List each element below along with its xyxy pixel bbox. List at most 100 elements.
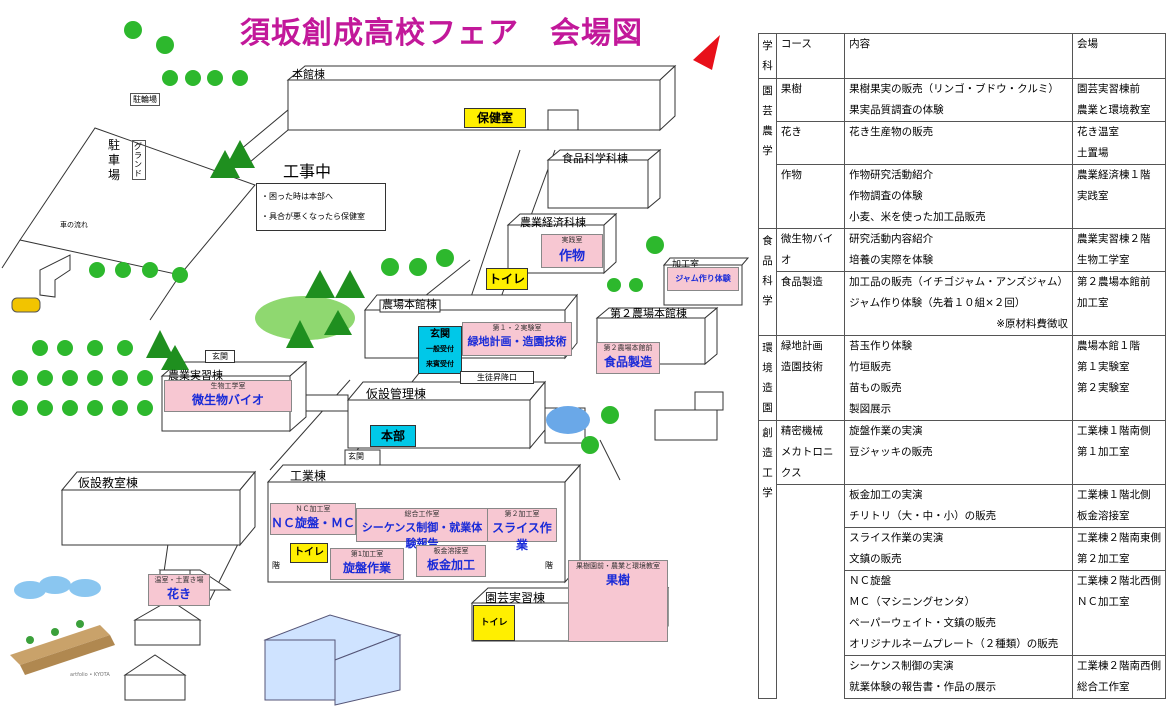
sequence-booth: 総合工作室 シーケンス制御・就業体験報告 — [356, 508, 488, 550]
construction-label: 工事中 — [283, 162, 332, 181]
table-row: 創造工学精密機械 メカトロニクス旋盤作業の実演豆ジャッキの販売工業棟１階南側第１… — [758, 420, 1166, 699]
slice-booth: 第２加工室 スライス作業 — [487, 508, 557, 552]
content-line: 板金加工の実演 — [849, 489, 923, 501]
venue-cell: 園芸実習棟前農業と環境教室 — [1072, 78, 1166, 122]
ground-label: グランド — [132, 140, 146, 180]
content-cell: 苔玉作り体験竹垣販売苗もの販売製図展示 — [844, 335, 1073, 421]
venue-cell: 工業棟２階南東側第２加工室 — [1072, 527, 1166, 571]
venue-line: 第２加工室 — [1077, 553, 1130, 565]
table-row: 板金加工の実演チリトリ（大・中・小）の販売 工業棟１階北側板金溶接室 — [759, 484, 1166, 528]
map-area: 須坂創成高校フェア 会場図 本館棟 保健室 駐輪場 駐 車 場 グランド 車の流… — [1, 16, 750, 706]
content-line: ジャム作り体験（先着１０組×２回） — [849, 297, 1026, 309]
table-row: シーケンス制御の実演就業体験の報告書・作品の展示 工業棟２階南西側総合工作室 — [759, 655, 1166, 699]
toilet-label-3: トイレ — [473, 605, 515, 641]
venue-line: 花き温室 — [1077, 126, 1119, 138]
content-line: ＭＣ（マシニングセンタ） — [849, 596, 976, 608]
nc-booth: ＮＣ加工室 ＮＣ旋盤・ＭＣ — [270, 503, 356, 535]
venue-line: 農業実習棟２階 — [1077, 233, 1151, 245]
content-line: 加工品の販売（イチゴジャム・アンズジャム） — [849, 276, 1068, 288]
car-icon — [11, 297, 41, 313]
course-cell — [775, 570, 846, 656]
table-row: 環境造園緑地計画 造園技術苔玉作り体験竹垣販売苗もの販売製図展示農場本館１階第１… — [758, 335, 1166, 421]
content-cell: ＮＣ旋盤 ＭＣ（マシニングセンタ） ペーパーウェイト・文鎮の販売オリジナルネームプレ… — [844, 570, 1073, 656]
content-line: 製図展示 — [849, 403, 892, 415]
kaiju-booth: 果樹園前・農業と環境教室 果樹 — [568, 560, 668, 642]
ryokuchi-room: 第１・２実験室 — [492, 324, 542, 332]
honbu-label: 本部 — [370, 425, 416, 447]
venue-cell: 工業棟２階南西側総合工作室 — [1072, 655, 1166, 699]
content-line: ペーパーウェイト・文鎮の販売 — [849, 617, 997, 629]
tree-icons — [12, 21, 664, 454]
north-arrow-icon — [693, 35, 720, 70]
toilet-label-2: トイレ — [290, 543, 328, 563]
shokuhin-building — [546, 148, 662, 210]
senban-booth: 第1加工室 旋盤作業 — [330, 548, 404, 580]
venue-cell: 農場本館１階第１実験室第２実験室 — [1072, 335, 1166, 421]
course-cell — [775, 655, 846, 699]
shokuhin-seizo-booth: 第２農場本館前 食品製造 — [596, 342, 660, 374]
nc-room: ＮＣ加工室 — [295, 505, 331, 513]
content-line: 作物研究活動紹介 — [849, 169, 934, 181]
content-cell: 果樹果実の販売（リンゴ・ブドウ・クルミ）果実品質調査の体験 — [844, 78, 1073, 122]
biseibutsu-room: 生物工学室 — [210, 382, 246, 390]
kakou-label: 加工室 — [672, 260, 700, 270]
table-row: 食品製造加工品の販売（イチゴジャム・アンズジャム）ジャム作り体験（先着１０組×２… — [759, 271, 1166, 336]
content-line: 就業体験の報告書・作品の展示 — [849, 681, 997, 693]
content-line: 竹垣販売 — [849, 361, 892, 373]
genkan-label: 玄関 — [430, 329, 450, 340]
table-row: 花き花き生産物の販売 花き温室土置場 — [759, 121, 1166, 165]
content-line: 果実品質調査の体験 — [849, 104, 944, 116]
car-flow-label: 車の流れ — [60, 221, 88, 229]
content-line: ※原材料費徴収 — [996, 318, 1068, 330]
venue-line: 農業と環境教室 — [1077, 104, 1151, 116]
parking-small-label: 駐輪場 — [130, 93, 160, 106]
nojo-honkan-label: 農場本館棟 — [382, 298, 437, 311]
venue-line: 生物工学室 — [1077, 254, 1130, 266]
biseibutsu-booth: 生物工学室 微生物バイオ — [164, 380, 292, 412]
course-cell: 果樹 — [775, 78, 846, 122]
venue-line: 土置場 — [1077, 147, 1109, 159]
genkan3-label: 玄関 — [348, 452, 364, 461]
content-cell: 研究活動内容紹介培養の実際を体験 — [844, 228, 1073, 272]
noen-jisshu-label: 農業実習棟 — [168, 369, 223, 382]
content-line: 小麦、米を使った加工品販売 — [849, 211, 986, 223]
kari-kanri-label: 仮設管理棟 — [366, 387, 427, 401]
venue-line: 加工室 — [1077, 297, 1109, 309]
venue-line: 第１実験室 — [1077, 361, 1130, 373]
hana-booth: 温室・土置き場 花き — [148, 574, 210, 606]
honkan-label: 本館棟 — [292, 68, 325, 81]
shokuhin-seizo-room: 第２農場本館前 — [603, 344, 653, 352]
kaiju-label: 果樹 — [605, 573, 630, 587]
table-row: 作物作物研究活動紹介作物調査の体験小麦、米を使った加工品販売農業経済棟１階実践室 — [759, 164, 1166, 229]
kaiju-room: 果樹園前・農業と環境教室 — [576, 562, 660, 570]
content-line: ＮＣ旋盤 — [849, 575, 892, 587]
course-cell: 花き — [775, 121, 846, 165]
parking-label: 駐 車 場 — [108, 138, 121, 182]
course-cell: 緑地計画 造園技術 — [775, 335, 846, 421]
stairs-label-1: 階 — [272, 561, 280, 570]
senban-label: 旋盤作業 — [342, 561, 391, 575]
content-cell: スライス作業の実演文鎮の販売 — [844, 527, 1073, 571]
notice-line-1: ・困った時は本部へ — [261, 192, 333, 201]
venue-line: ＮＣ加工室 — [1077, 596, 1130, 608]
venue-cell: 花き温室土置場 — [1072, 121, 1166, 165]
venue-line: 工業棟２階北西側 — [1077, 575, 1161, 587]
shokuhin-label: 食品科学科棟 — [562, 152, 628, 165]
content-line: 作物調査の体験 — [849, 190, 923, 202]
hokenshitsu-label: 保健室 — [464, 108, 526, 128]
venue-cell: 農業経済棟１階実践室 — [1072, 164, 1166, 229]
content-line: オリジナルネームプレート（２種類）の販売 — [849, 638, 1059, 650]
course-cell — [775, 484, 846, 528]
venue-line: 園芸実習棟前 — [1077, 83, 1140, 95]
content-line: シーケンス制御の実演 — [849, 660, 954, 672]
venue-line: 第２農場本館前 — [1077, 276, 1151, 288]
toilet-label-1: トイレ — [486, 268, 528, 290]
table-header-row: 学科 コース 内容 会場 — [758, 33, 1166, 79]
content-line: 花き生産物の販売 — [849, 126, 934, 138]
venue-line: 工業棟１階北側 — [1077, 489, 1151, 501]
greenhouse-icon — [263, 614, 402, 706]
shokuhin-seizo-label: 食品製造 — [603, 355, 652, 369]
venue-line: 板金溶接室 — [1077, 510, 1130, 522]
honkan-building — [286, 64, 677, 132]
content-line: チリトリ（大・中・小）の販売 — [849, 510, 997, 522]
